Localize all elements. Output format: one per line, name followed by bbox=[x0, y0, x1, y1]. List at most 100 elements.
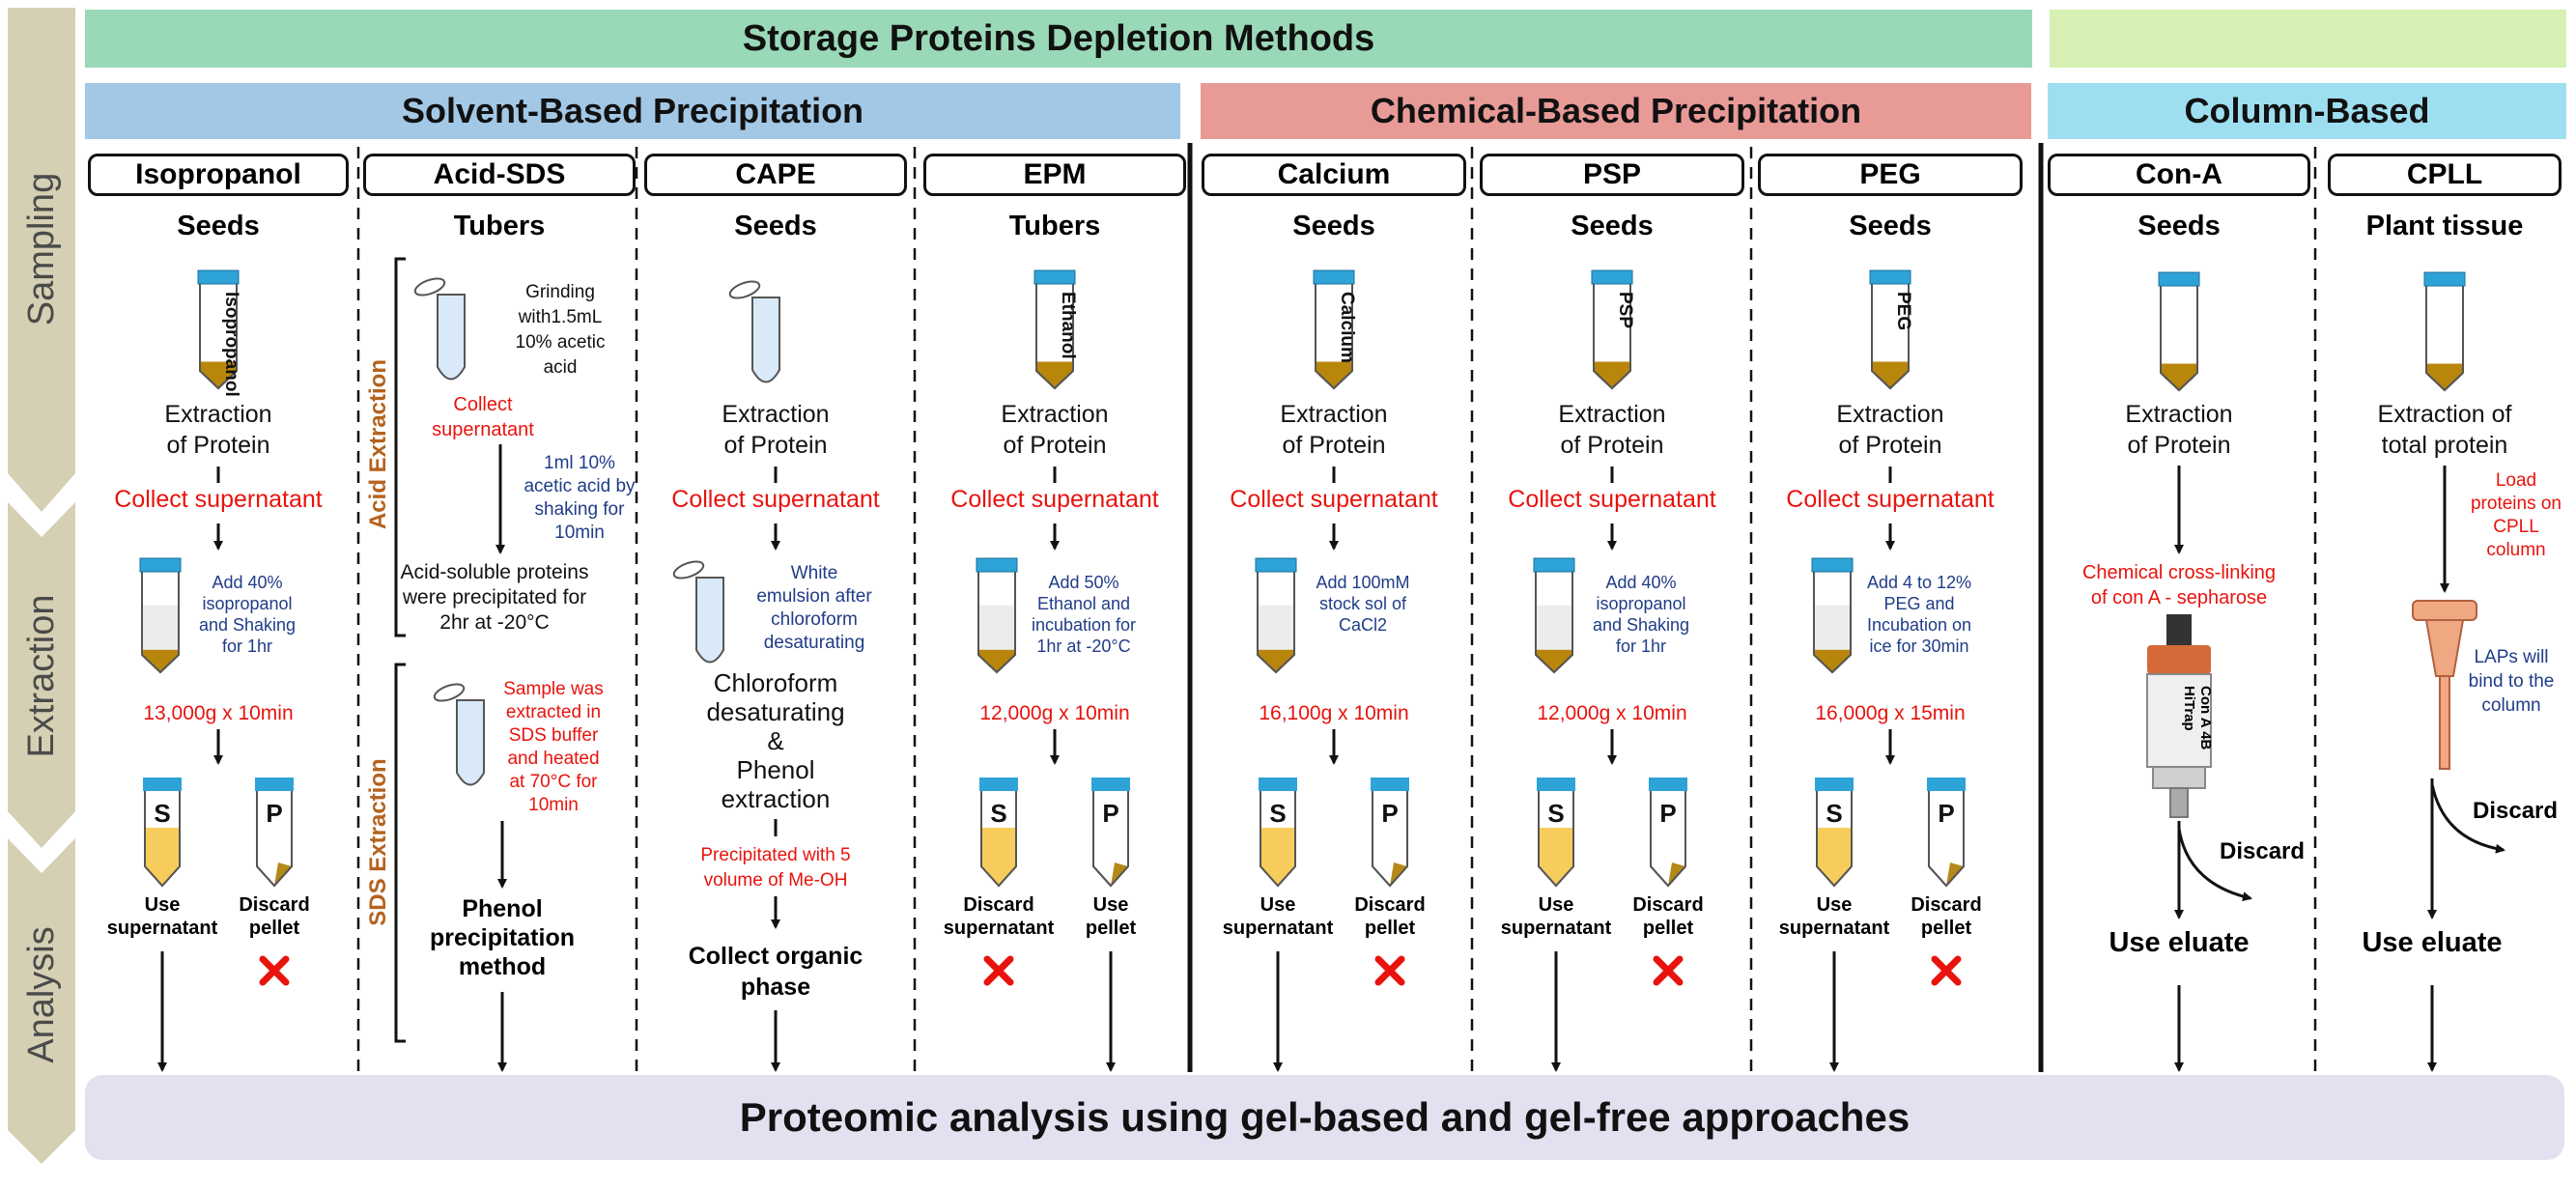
precip-label-acid-sds: Acid-soluble proteins were precipitated … bbox=[400, 561, 589, 634]
pellet-tube-psp: P bbox=[1649, 778, 1687, 888]
svg-text:P: P bbox=[1938, 799, 1954, 828]
acid-extraction-label: Acid Extraction bbox=[365, 358, 391, 530]
category-bar-3 bbox=[2048, 83, 2566, 139]
discard-label-cpll: Discard bbox=[2473, 798, 2559, 824]
tube-icon-peg: PEG bbox=[1869, 269, 1913, 390]
final-label-cpll: Use eluate bbox=[2362, 927, 2503, 958]
collect-label-epm: Collect supernatant bbox=[950, 486, 1159, 513]
centrifuge-label-epm: 12,000g x 10min bbox=[979, 702, 1130, 724]
top-banner-title: Storage Proteins Depletion Methods bbox=[742, 18, 1375, 59]
extraction-label-cape: Extraction of Protein bbox=[722, 401, 830, 459]
method-box-psp: PSP bbox=[1480, 154, 1744, 196]
sds-bracket bbox=[394, 663, 406, 1043]
svg-text:Isopropanol: Isopropanol bbox=[221, 292, 241, 397]
right-use-label-psp: Discard pellet bbox=[1632, 894, 1704, 939]
pellet-tube-epm: P bbox=[1091, 778, 1130, 888]
collect-label-psp: Collect supernatant bbox=[1508, 486, 1716, 513]
note-label-cpll: Load proteins on CPLL column bbox=[2470, 470, 2562, 560]
collect-label-peg: Collect supernatant bbox=[1786, 486, 1995, 513]
extraction-label-con-a: Extraction of Protein bbox=[2125, 401, 2233, 459]
supernatant-tube-peg: S bbox=[1815, 778, 1854, 888]
svg-text:Ethanol: Ethanol bbox=[1058, 292, 1078, 359]
extraction-label-cpll: Extraction of total protein bbox=[2377, 401, 2512, 459]
method-box-peg: PEG bbox=[1758, 154, 2023, 196]
pellet-tube-peg: P bbox=[1927, 778, 1966, 888]
extraction-label-calcium: Extraction of Protein bbox=[1280, 401, 1388, 459]
sample-label-acid-sds: Tubers bbox=[453, 211, 546, 241]
supernatant-tube-calcium: S bbox=[1259, 778, 1297, 888]
note-label-con-a: Chemical cross-linking of con A - sephar… bbox=[2081, 562, 2277, 608]
sample-label-calcium: Seeds bbox=[1292, 211, 1375, 241]
cross-icon-epm bbox=[983, 955, 1014, 986]
final-label-con-a: Use eluate bbox=[2109, 927, 2250, 958]
treatment-label-calcium: Add 100mM stock sol of CaCl2 bbox=[1316, 573, 1410, 635]
svg-text:S: S bbox=[990, 799, 1006, 828]
bottom-banner-label: Proteomic analysis using gel-based and g… bbox=[739, 1094, 1911, 1140]
cross-icon-peg bbox=[1931, 955, 1962, 986]
eppendorf-icon-cape bbox=[728, 280, 780, 383]
sds-step-label: Sample was extracted in SDS buffer and h… bbox=[503, 679, 604, 815]
centrifuge-label-calcium: 16,100g x 10min bbox=[1259, 702, 1409, 724]
cross-icon-isopropanol bbox=[259, 955, 290, 986]
stage-chevron-analysis bbox=[8, 838, 75, 1164]
collect-label-calcium: Collect supernatant bbox=[1230, 486, 1438, 513]
bind-label-cpll: LAPs will bind to the column bbox=[2468, 647, 2555, 716]
extraction-label-psp: Extraction of Protein bbox=[1558, 401, 1666, 459]
extraction-label-isopropanol: Extraction of Protein bbox=[164, 401, 272, 459]
category-bar-1 bbox=[85, 83, 1180, 139]
stage-label-analysis: Analysis bbox=[21, 926, 62, 1063]
svg-text:S: S bbox=[154, 799, 170, 828]
sample-label-peg: Seeds bbox=[1849, 211, 1932, 241]
hitrap-column-icon bbox=[2146, 614, 2212, 818]
tube-icon-epm: Ethanol bbox=[1033, 269, 1078, 390]
pellet-tube-isopropanol: P bbox=[255, 778, 294, 888]
cpll-column-icon bbox=[2412, 600, 2477, 770]
treatment-tube-calcium bbox=[1255, 557, 1297, 674]
bottom-banner bbox=[85, 1075, 2564, 1160]
eppendorf-icon-sds bbox=[433, 683, 485, 786]
treatment-tube-peg bbox=[1811, 557, 1854, 674]
centrifuge-label-psp: 12,000g x 10min bbox=[1537, 702, 1687, 724]
tube-icon-isopropanol: Isopropanol bbox=[197, 269, 241, 397]
sample-label-cpll: Plant tissue bbox=[2365, 211, 2524, 241]
tube-icon-calcium: Calcium bbox=[1313, 269, 1357, 390]
final-label-cape: Collect organic phase bbox=[688, 943, 863, 1001]
treatment-label-peg: Add 4 to 12% PEG and Incubation on ice f… bbox=[1866, 573, 1972, 656]
svg-text:S: S bbox=[1269, 799, 1286, 828]
extraction-label-peg: Extraction of Protein bbox=[1836, 401, 1944, 459]
left-use-label-psp: Use supernatant bbox=[1500, 894, 1612, 939]
left-use-label-peg: Use supernatant bbox=[1778, 894, 1890, 939]
eppendorf-icon-acid bbox=[413, 277, 466, 381]
stage-chevron-sampling bbox=[8, 8, 75, 512]
sample-label-con-a: Seeds bbox=[2137, 211, 2221, 241]
method-box-acid-sds: Acid-SDS bbox=[363, 154, 636, 196]
method-box-con-a: Con-A bbox=[2048, 154, 2310, 196]
supernatant-tube-isopropanol: S bbox=[143, 778, 182, 888]
treatment-tube-isopropanol bbox=[139, 557, 182, 674]
discard-label-con-a: Discard bbox=[2220, 838, 2306, 864]
centrifuge-label-peg: 16,000g x 15min bbox=[1815, 702, 1966, 724]
category-bar-2 bbox=[1201, 83, 2031, 139]
supernatant-tube-epm: S bbox=[979, 778, 1018, 888]
treatment-label-isopropanol: Add 40% isopropanol and Shaking for 1hr bbox=[198, 573, 297, 656]
acid-bracket bbox=[394, 257, 406, 637]
svg-text:P: P bbox=[1102, 799, 1118, 828]
treatment-label-epm: Add 50% Ethanol and incubation for 1hr a… bbox=[1031, 573, 1137, 656]
precip-label-cape: Precipitated with 5 volume of Me-OH bbox=[700, 845, 851, 891]
svg-text:S: S bbox=[1547, 799, 1564, 828]
grind-label: Grinding with1.5mL 10% acetic acid bbox=[515, 282, 606, 378]
discard-arrow-con-a bbox=[2177, 828, 2252, 902]
left-use-label-epm: Discard supernatant bbox=[943, 894, 1055, 939]
collect-label-acid-sds: Collect supernatant bbox=[432, 394, 534, 440]
discard-arrow-cpll bbox=[2430, 783, 2505, 854]
top-banner-right bbox=[2050, 10, 2566, 68]
emulsion-label: White emulsion after chloroform desatura… bbox=[756, 563, 872, 653]
top-banner bbox=[85, 10, 2032, 68]
sds-extraction-label: SDS Extraction bbox=[365, 758, 391, 926]
acid-step-label: 1ml 10% acetic acid by shaking for 10min bbox=[524, 453, 636, 543]
method-box-epm: EPM bbox=[923, 154, 1186, 196]
supernatant-tube-psp: S bbox=[1537, 778, 1575, 888]
sample-label-cape: Seeds bbox=[734, 211, 817, 241]
